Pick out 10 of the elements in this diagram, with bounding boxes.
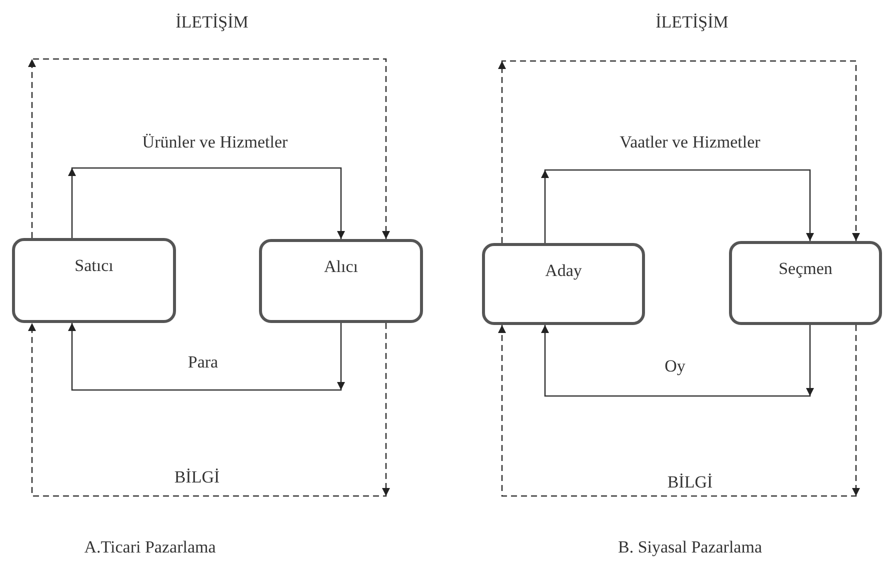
box-label: Aday (545, 260, 582, 282)
box-label: Satıcı (74, 255, 114, 277)
panel-caption: B. Siyasal Pazarlama (618, 536, 762, 558)
rounded-box (12, 238, 176, 323)
rounded-box (482, 243, 645, 325)
box-label: Seçmen (778, 258, 832, 280)
rounded-box (729, 241, 882, 325)
panel-caption: A.Ticari Pazarlama (84, 536, 216, 558)
rounded-box (259, 239, 423, 323)
box-label: Alıcı (324, 256, 358, 278)
